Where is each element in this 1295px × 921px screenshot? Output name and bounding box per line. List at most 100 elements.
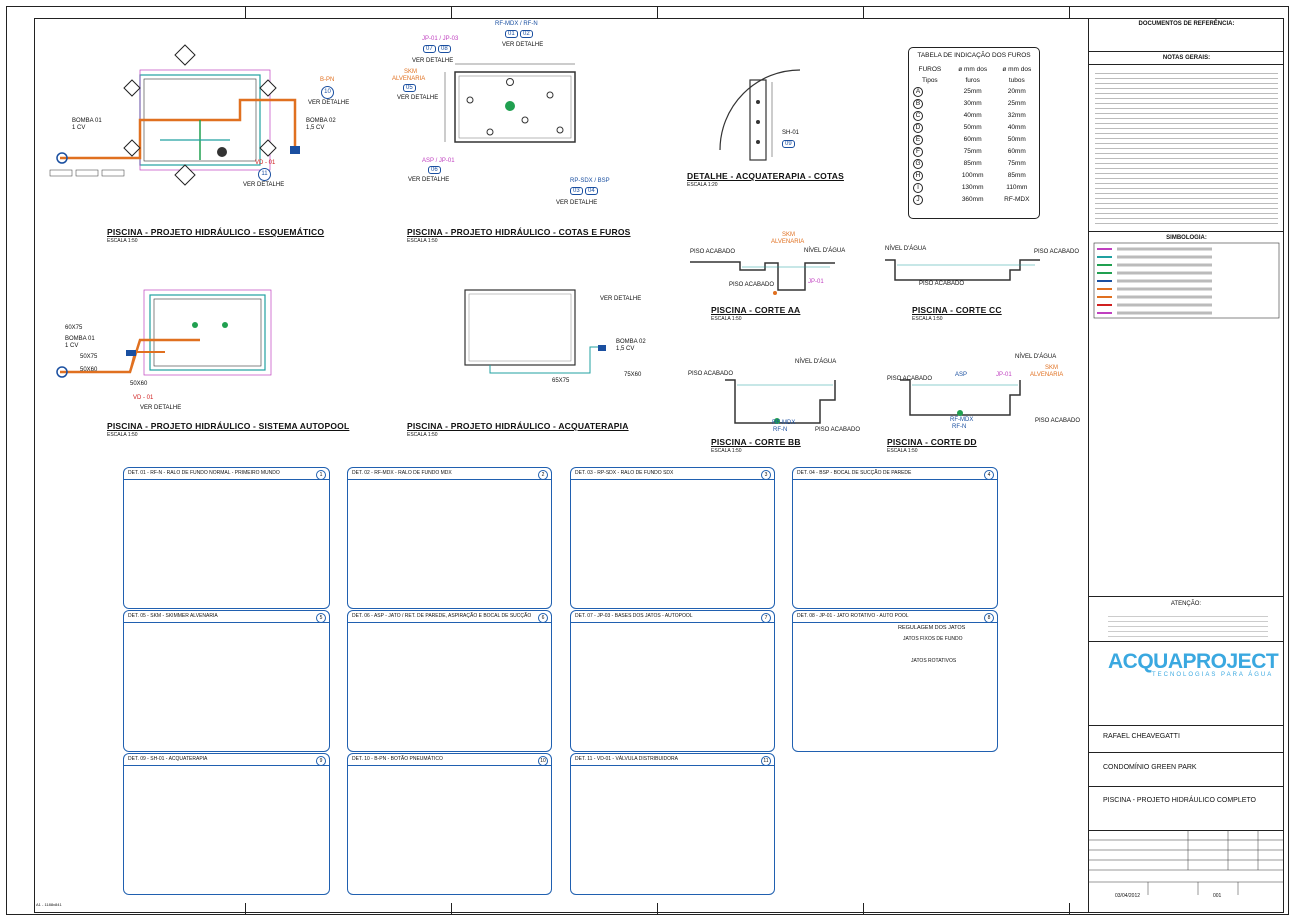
callout-01[interactable]: 01 — [505, 30, 518, 38]
furo-value-cell: 130mm — [961, 183, 984, 191]
sheet-inner-frame — [34, 18, 1284, 913]
detail-panel-08[interactable]: DET. 08 - JP-01 - JATO ROTATIVO - AUTO P… — [792, 610, 998, 752]
jp01-label: JP-01 — [996, 372, 1012, 378]
detail-09-header: DET. 09 - SH-01 - ACQUATERAPIA — [128, 756, 208, 762]
furo-value-cell: 20mm — [1007, 87, 1026, 95]
regulagem-title: REGULAGEM DOS JATOS — [898, 625, 966, 631]
corte-cc-drawing — [885, 259, 1040, 281]
piso-acabado-label: PISO ACABADO — [690, 249, 736, 255]
detail-02-header: DET. 02 - RF-MDX - RALO DE FUNDO MDX — [352, 470, 452, 476]
detail-panel-04[interactable]: DET. 04 - BSP - BOCAL DE SUCÇÃO DE PARED… — [792, 467, 998, 609]
callout-03[interactable]: 03 — [570, 187, 583, 195]
callout-10[interactable]: 10 — [321, 86, 334, 99]
callout-11[interactable]: 11 — [258, 168, 271, 181]
skm-label: SKM — [1045, 365, 1059, 371]
frame-tick — [1069, 903, 1070, 915]
callout-08[interactable]: 08 — [438, 45, 451, 53]
simbologia-heading: SIMBOLOGIA: — [1166, 235, 1207, 241]
callout-05[interactable]: 05 — [403, 84, 416, 92]
piso-acabado-label: PISO ACABADO — [919, 281, 965, 287]
furo-type-cell: I — [913, 183, 923, 193]
frame-tick — [863, 903, 864, 915]
notas-gerais-heading: NOTAS GERAIS: — [1162, 55, 1211, 61]
revision-grid — [1088, 830, 1284, 895]
atencao-heading: ATENÇÃO: — [1170, 601, 1202, 607]
cotas-furos-title: PISCINA - PROJETO HIDRÁULICO - COTAS E F… — [407, 227, 631, 237]
detalhe-acq-drawing — [719, 69, 801, 161]
corte-bb-scale: ESCALA 1:50 — [711, 448, 742, 454]
detail-panel-10[interactable]: DET. 10 - B-PN - BOTÃO PNEUMÁTICO 10 — [347, 753, 552, 895]
furo-value-cell: 60mm — [1007, 147, 1026, 155]
furo-value-cell: 85mm — [963, 159, 982, 167]
callout-06[interactable]: 06 — [428, 166, 441, 174]
acquaterapia-scale: ESCALA 1:50 — [407, 432, 438, 438]
callout-02[interactable]: 02 — [520, 30, 533, 38]
asp-jp01-label: ASP / JP-01 — [422, 158, 455, 164]
sidebar-divider — [1088, 641, 1284, 642]
detail-panel-03[interactable]: DET. 03 - RP-SDX - RALO DE FUNDO SDX 3 — [570, 467, 775, 609]
corte-bb-drawing — [725, 379, 836, 424]
jatos-fixos-title: JATOS FIXOS DE FUNDO — [903, 636, 963, 642]
detail-04-header: DET. 04 - BSP - BOCAL DE SUCÇÃO DE PARED… — [797, 470, 912, 476]
detail-06-header: DET. 06 - ASP - JATO / RET. DE PAREDE, A… — [352, 613, 532, 619]
callout-07[interactable]: 07 — [423, 45, 436, 53]
frame-tick — [657, 6, 658, 18]
detail-panel-05[interactable]: DET. 05 - SKM - SKIMMER ALVENARIA 5 — [123, 610, 330, 752]
detail-panel-09[interactable]: DET. 09 - SH-01 - ACQUATERAPIA 9 — [123, 753, 330, 895]
corte-cc-scale: ESCALA 1:50 — [912, 316, 943, 322]
detalhe-acq-scale: ESCALA 1:20 — [687, 182, 718, 188]
cotas-furos-drawing — [444, 63, 576, 143]
corte-dd-drawing — [900, 379, 1021, 416]
detail-panel-07[interactable]: DET. 07 - JP-03 - BASES DOS JATOS - AUTO… — [570, 610, 775, 752]
bomba01-label: BOMBA 01 — [72, 118, 102, 124]
vd01-label: VD - 01 — [133, 395, 154, 401]
detail-10-header: DET. 10 - B-PN - BOTÃO PNEUMÁTICO — [352, 756, 443, 762]
furo-type-cell: E — [913, 135, 923, 145]
corte-cc-title: PISCINA - CORTE CC — [912, 305, 1002, 315]
piso-acabado-label: PISO ACABADO — [815, 427, 861, 433]
esquematico-scale: ESCALA 1:50 — [107, 238, 138, 244]
furos-table: FUROS Tipos ø mm dos furos ø mm dos tubo… — [909, 65, 1039, 206]
detail-panel-01[interactable]: DET. 01 - RF-N - RALO DE FUNDO NORMAL - … — [123, 467, 330, 609]
detail-panel-06[interactable]: DET. 06 - ASP - JATO / RET. DE PAREDE, A… — [347, 610, 552, 752]
alvenaria-label: ALVENARIA — [1030, 372, 1064, 378]
furo-value-cell: 40mm — [1007, 123, 1026, 131]
notas-block — [1089, 65, 1284, 231]
bomba02-cv: 1,5 CV — [616, 346, 635, 352]
vd01-label: VD - 01 — [255, 160, 276, 166]
furo-value-cell: 40mm — [963, 111, 982, 119]
furo-value-cell: 32mm — [1007, 111, 1026, 119]
dim-60x75: 60X75 — [65, 325, 83, 331]
client-name: CONDOMÍNIO GREEN PARK — [1103, 764, 1197, 771]
sidebar-divider — [1088, 752, 1284, 753]
furo-value-cell: 30mm — [963, 99, 982, 107]
callout-09[interactable]: 09 — [782, 140, 795, 148]
frame-tick — [451, 903, 452, 915]
ver-detalhe-label: VER DETALHE — [308, 100, 350, 106]
jatos-rotativos-title: JATOS ROTATIVOS — [911, 658, 957, 664]
frame-tick — [245, 903, 246, 915]
furo-value-cell: 85mm — [1007, 171, 1026, 179]
ver-detalhe-label: VER DETALHE — [412, 58, 454, 64]
piso-acabado-label: PISO ACABADO — [1034, 249, 1080, 255]
bomba01-label: BOMBA 01 — [65, 336, 95, 342]
atencao-text — [1108, 612, 1268, 637]
furo-value-cell: 50mm — [963, 123, 982, 131]
detail-11-header: DET. 11 - VD-01 - VÁLVULA DISTRIBUIDORA — [575, 756, 678, 762]
corte-dd-title: PISCINA - CORTE DD — [887, 437, 977, 447]
dim-75x60: 75X60 — [624, 372, 642, 378]
detail-panel-11[interactable]: DET. 11 - VD-01 - VÁLVULA DISTRIBUIDORA … — [570, 753, 775, 895]
detail-panel-02[interactable]: DET. 02 - RF-MDX - RALO DE FUNDO MDX 2 — [347, 467, 552, 609]
corte-aa-title: PISCINA - CORTE AA — [711, 305, 801, 315]
callout-04[interactable]: 04 — [585, 187, 598, 195]
sheet-number: 001 — [1213, 893, 1222, 899]
acquaterapia-drawing — [464, 289, 606, 374]
bomba02-cv: 1,5 CV — [306, 125, 325, 131]
furo-value-cell: 50mm — [1007, 135, 1026, 143]
sidebar-divider — [1088, 596, 1284, 597]
piso-acabado-label: PISO ACABADO — [729, 282, 775, 288]
furo-value-cell: 75mm — [963, 147, 982, 155]
